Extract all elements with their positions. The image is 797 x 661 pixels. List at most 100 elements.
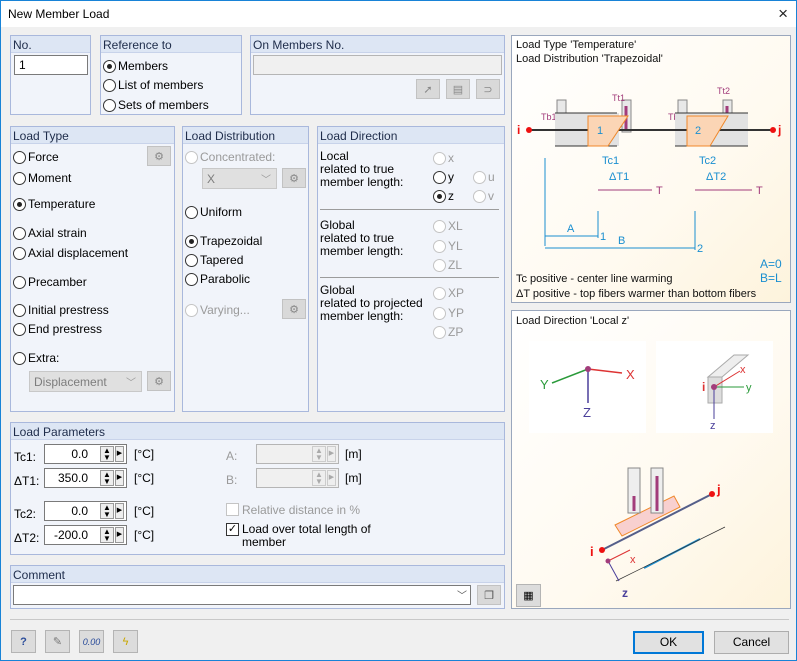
radio-indicator bbox=[13, 197, 26, 211]
spin-updown-icon[interactable]: ▲▼ bbox=[312, 470, 326, 486]
on-members-input[interactable] bbox=[253, 55, 502, 75]
svg-text:Tc1: Tc1 bbox=[602, 155, 619, 167]
a-spinner[interactable]: ▲▼▶ bbox=[256, 444, 339, 464]
picture-options-icon[interactable]: ▦ bbox=[516, 584, 541, 607]
ok-button[interactable]: OK bbox=[633, 631, 704, 654]
radio-temperature[interactable]: Temperature bbox=[13, 197, 95, 211]
radio-initial-prestress[interactable]: Initial prestress bbox=[13, 303, 109, 317]
load-type-settings-icon[interactable]: ⚙ bbox=[147, 146, 171, 166]
spin-right-icon[interactable]: ▶ bbox=[115, 446, 124, 462]
radio-local-v[interactable]: v bbox=[473, 189, 494, 203]
spin-updown-icon[interactable]: ▲▼ bbox=[100, 527, 114, 543]
comment-input[interactable] bbox=[13, 585, 471, 605]
radio-uniform[interactable]: Uniform bbox=[185, 205, 242, 219]
chevron-down-icon[interactable]: ﹀ bbox=[457, 591, 467, 602]
radio-zl[interactable]: ZL bbox=[433, 258, 462, 272]
radio-axial-displacement[interactable]: Axial displacement bbox=[13, 246, 128, 260]
spin-right-icon[interactable]: ▶ bbox=[115, 470, 124, 486]
radio-yp[interactable]: YP bbox=[433, 306, 464, 320]
extra-select[interactable]: Displacement﹀ bbox=[29, 371, 142, 392]
load-over-total-length-checkbox[interactable]: ✓Load over total length of member bbox=[226, 522, 371, 549]
radio-varying[interactable]: Varying... bbox=[185, 303, 250, 317]
radio-indicator bbox=[185, 150, 198, 164]
radio-indicator bbox=[185, 303, 198, 317]
b-spinner[interactable]: ▲▼▶ bbox=[256, 468, 339, 488]
radio-local-y[interactable]: y bbox=[433, 170, 454, 184]
spin-right-icon[interactable]: ▶ bbox=[327, 470, 336, 486]
radio-local-z[interactable]: z bbox=[433, 189, 454, 203]
concentrated-select[interactable]: X﹀ bbox=[202, 168, 277, 189]
spin-right-icon[interactable]: ▶ bbox=[115, 527, 124, 543]
radio-end-prestress[interactable]: End prestress bbox=[13, 322, 102, 336]
load-distribution-group: Load Distribution Concentrated: X﹀ ⚙ Uni… bbox=[182, 126, 309, 412]
radio-xp[interactable]: XP bbox=[433, 286, 464, 300]
spin-right-icon[interactable]: ▶ bbox=[115, 503, 124, 519]
radio-yl[interactable]: YL bbox=[433, 239, 463, 253]
radio-xl[interactable]: XL bbox=[433, 219, 463, 233]
help-icon[interactable]: ? bbox=[11, 630, 36, 653]
tc1-unit: [°C] bbox=[134, 447, 155, 461]
spin-updown-icon[interactable]: ▲▼ bbox=[100, 503, 114, 519]
pick-list-icon[interactable]: ▤ bbox=[446, 79, 470, 99]
load-type-picture: Load Type 'Temperature' Load Distributio… bbox=[511, 35, 791, 303]
radio-indicator bbox=[433, 286, 446, 300]
checkmark-icon: ✓ bbox=[226, 523, 239, 536]
spin-right-icon[interactable]: ▶ bbox=[327, 446, 336, 462]
radio-local-u[interactable]: u bbox=[473, 170, 495, 184]
spin-updown-icon[interactable]: ▲▼ bbox=[100, 470, 114, 486]
cancel-button[interactable]: Cancel bbox=[714, 631, 789, 654]
radio-concentrated[interactable]: Concentrated: bbox=[185, 150, 275, 164]
load-direction-group: Load Direction Local related to true mem… bbox=[317, 126, 505, 412]
comment-library-icon[interactable]: ❐ bbox=[477, 585, 501, 605]
local-label: Local related to true member length: bbox=[320, 149, 404, 189]
picture-caption-direction: Load Direction 'Local z' bbox=[516, 315, 630, 327]
no-input[interactable]: 1 bbox=[14, 55, 88, 75]
svg-text:Z: Z bbox=[583, 405, 591, 420]
radio-tapered[interactable]: Tapered bbox=[185, 253, 243, 267]
edit-icon[interactable]: ✎ bbox=[45, 630, 70, 653]
radio-force[interactable]: Force bbox=[13, 150, 59, 164]
radio-axial-strain[interactable]: Axial strain bbox=[13, 226, 87, 240]
radio-members[interactable]: Members bbox=[103, 59, 168, 73]
radio-list-of-members[interactable]: List of members bbox=[103, 78, 203, 92]
spin-updown-icon[interactable]: ▲▼ bbox=[312, 446, 326, 462]
radio-indicator bbox=[185, 234, 198, 248]
radio-moment[interactable]: Moment bbox=[13, 171, 71, 185]
global-true-label: Global related to true member length: bbox=[320, 218, 404, 258]
radio-precamber[interactable]: Precamber bbox=[13, 275, 87, 289]
units-icon[interactable]: 0.00 bbox=[79, 630, 104, 653]
spin-updown-icon[interactable]: ▲▼ bbox=[100, 446, 114, 462]
radio-zp[interactable]: ZP bbox=[433, 325, 463, 339]
reference-header: Reference to bbox=[101, 36, 241, 53]
checkbox-indicator bbox=[226, 503, 239, 516]
concentrated-settings-icon[interactable]: ⚙ bbox=[282, 168, 306, 188]
pick-member-icon[interactable]: ➚ bbox=[416, 79, 440, 99]
radio-local-x[interactable]: x bbox=[433, 151, 454, 165]
load-wizard-icon[interactable]: ϟ bbox=[113, 630, 138, 653]
close-icon[interactable]: × bbox=[778, 4, 788, 23]
tc2-spinner[interactable]: 0.0▲▼▶ bbox=[44, 501, 127, 521]
dt1-spinner[interactable]: 350.0▲▼▶ bbox=[44, 468, 127, 488]
radio-sets-of-members[interactable]: Sets of members bbox=[103, 98, 209, 112]
svg-text:ΔT1: ΔT1 bbox=[609, 171, 629, 183]
tc2-label: Tc2: bbox=[14, 507, 37, 521]
radio-indicator bbox=[13, 351, 26, 365]
reverse-icon[interactable]: ⊃ bbox=[476, 79, 500, 99]
svg-text:j: j bbox=[777, 123, 781, 137]
comment-group: Comment ﹀ ❐ bbox=[10, 565, 505, 609]
window-title: New Member Load bbox=[8, 7, 110, 21]
svg-text:Tc2: Tc2 bbox=[699, 155, 716, 167]
tc1-spinner[interactable]: 0.0▲▼▶ bbox=[44, 444, 127, 464]
divider bbox=[320, 277, 499, 278]
radio-extra[interactable]: Extra: bbox=[13, 351, 59, 365]
varying-settings-icon[interactable]: ⚙ bbox=[282, 299, 306, 319]
extra-settings-icon[interactable]: ⚙ bbox=[147, 371, 171, 391]
no-header: No. bbox=[11, 36, 90, 53]
radio-trapezoidal[interactable]: Trapezoidal bbox=[185, 234, 262, 248]
relative-distance-checkbox[interactable]: Relative distance in % bbox=[226, 503, 360, 517]
dt2-spinner[interactable]: -200.0▲▼▶ bbox=[44, 525, 127, 545]
radio-indicator bbox=[185, 272, 198, 286]
radio-parabolic[interactable]: Parabolic bbox=[185, 272, 250, 286]
radio-indicator bbox=[433, 258, 446, 272]
